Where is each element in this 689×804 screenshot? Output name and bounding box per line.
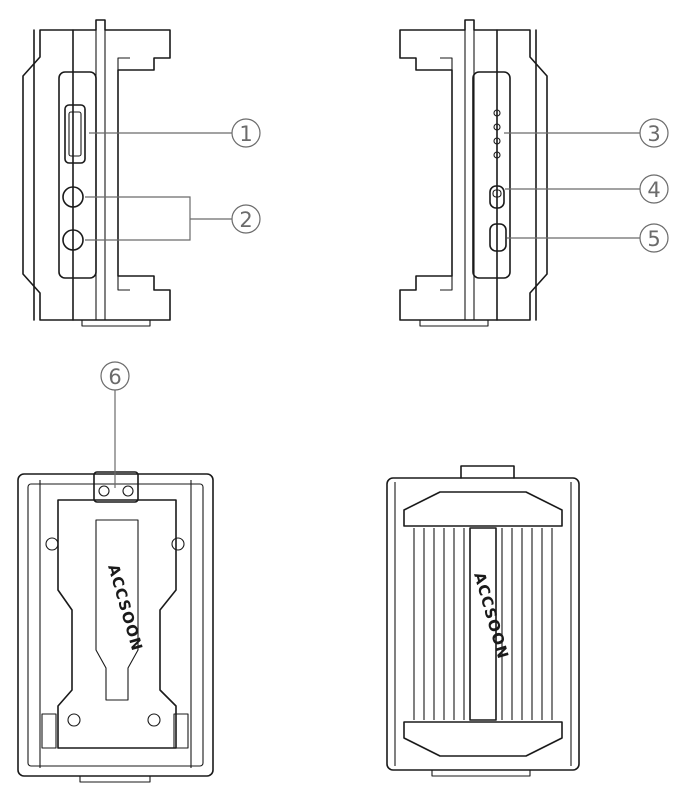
top-latch xyxy=(93,471,139,503)
power-button-icon xyxy=(489,223,507,252)
left-side-view xyxy=(22,19,171,327)
back-plate-outline xyxy=(17,473,214,777)
plate-channel xyxy=(57,499,177,749)
screw-icon xyxy=(171,537,185,551)
callout-2-label: 2 xyxy=(239,208,252,232)
slot-icon xyxy=(41,713,57,749)
heatsink-bottom-cap xyxy=(403,721,563,757)
toggle-switch-icon xyxy=(489,185,505,209)
callout-1-label: 1 xyxy=(239,122,252,146)
front-heatsink-view: ACCSOON xyxy=(386,465,580,777)
left-bracket xyxy=(72,19,171,321)
audio-jack-icon xyxy=(62,186,84,208)
indicator-led-icon xyxy=(493,151,501,159)
hdmi-port-icon xyxy=(64,104,86,164)
left-body-outline xyxy=(22,29,74,321)
callout-6-label: 6 xyxy=(108,365,121,389)
callout-4-label: 4 xyxy=(647,178,660,202)
right-control-panel xyxy=(472,71,511,279)
back-plate-rails xyxy=(39,480,192,768)
brand-logo-front: ACCSOON xyxy=(470,570,512,661)
right-bracket xyxy=(399,19,498,321)
callout-3-label: 3 xyxy=(647,122,660,146)
screw-icon xyxy=(45,537,59,551)
left-bottom-foot xyxy=(81,320,151,327)
right-bracket-rail xyxy=(440,30,475,320)
indicator-led-icon xyxy=(493,109,501,117)
callout-1: 1 xyxy=(89,118,261,148)
heatsink-top-tab xyxy=(460,465,515,479)
right-side-view xyxy=(399,19,548,327)
screw-icon xyxy=(67,713,81,727)
latch-screw-icon xyxy=(122,485,134,497)
hdmi-port-inner xyxy=(68,111,82,157)
heatsink-fins xyxy=(413,527,553,721)
right-bottom-foot xyxy=(419,320,489,327)
right-body-outline xyxy=(496,29,548,321)
heatsink-side-rails xyxy=(394,482,572,766)
callout-4: 4 xyxy=(505,174,669,204)
audio-jack-icon xyxy=(62,229,84,251)
toggle-knob xyxy=(492,189,502,198)
indicator-led-icon xyxy=(493,137,501,145)
callout-5-label: 5 xyxy=(647,227,660,251)
callout-3: 3 xyxy=(504,118,669,148)
slot-icon xyxy=(173,713,189,749)
plate-center-rib xyxy=(95,519,139,701)
callout-6: 6 xyxy=(100,361,130,488)
heatsink-foot xyxy=(431,770,531,777)
callout-2: 2 xyxy=(85,196,261,241)
callout-5: 5 xyxy=(507,223,669,253)
latch-screw-icon xyxy=(98,485,110,497)
back-plate-view: ACCSOON xyxy=(17,471,214,783)
heatsink-top-cap xyxy=(403,491,563,527)
back-plate-foot xyxy=(79,776,151,783)
indicator-led-icon xyxy=(493,123,501,131)
brand-logo-back: ACCSOON xyxy=(104,562,146,653)
heatsink-outline xyxy=(386,477,580,771)
left-port-panel xyxy=(58,71,97,279)
screw-icon xyxy=(147,713,161,727)
